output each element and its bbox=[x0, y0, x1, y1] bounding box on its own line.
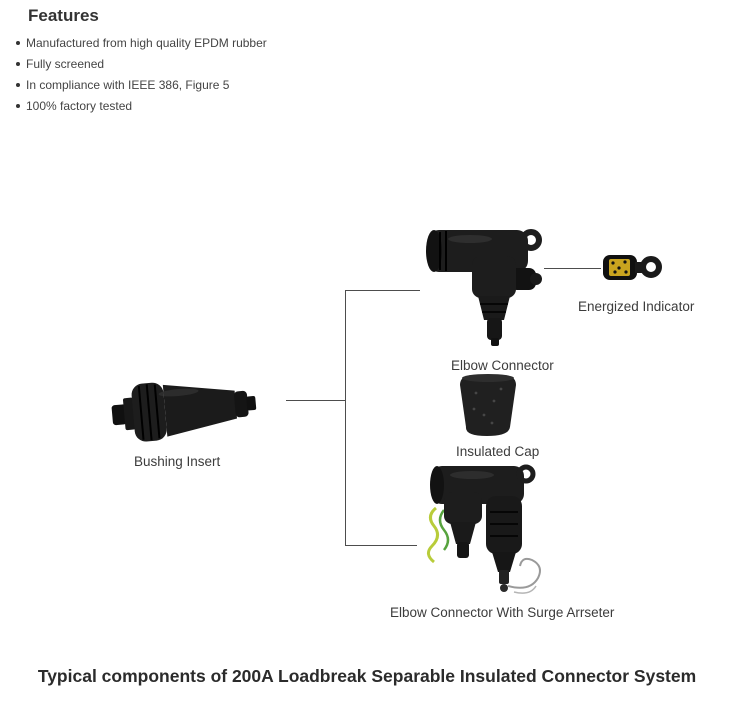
features-section: Features Manufactured from high quality … bbox=[14, 6, 414, 120]
feature-text: In compliance with IEEE 386, Figure 5 bbox=[26, 78, 230, 92]
bushing-insert-label: Bushing Insert bbox=[134, 454, 221, 469]
bracket-vertical-line bbox=[345, 290, 346, 545]
features-list: Manufactured from high quality EPDM rubb… bbox=[14, 36, 414, 113]
bullet-icon bbox=[16, 62, 20, 66]
feature-text: Fully screened bbox=[26, 57, 105, 71]
bracket-bottom-line bbox=[345, 545, 417, 546]
feature-text: 100% factory tested bbox=[26, 99, 133, 113]
bracket-middle-line bbox=[286, 400, 345, 401]
bullet-icon bbox=[16, 83, 20, 87]
bullet-icon bbox=[16, 104, 20, 108]
bracket-top-line bbox=[345, 290, 420, 291]
elbow-with-arrester-label: Elbow Connector With Surge Arrseter bbox=[390, 605, 615, 620]
bushing-insert-image bbox=[111, 382, 257, 442]
bullet-icon bbox=[16, 41, 20, 45]
insulated-cap-image bbox=[460, 374, 516, 436]
insulated-cap-label: Insulated Cap bbox=[456, 444, 540, 459]
feature-item: In compliance with IEEE 386, Figure 5 bbox=[14, 78, 414, 92]
feature-text: Manufactured from high quality EPDM rubb… bbox=[26, 36, 267, 50]
elbow-connector-image bbox=[426, 229, 542, 346]
indicator-pointer-line bbox=[544, 268, 601, 269]
elbow-with-arrester-image bbox=[427, 464, 541, 594]
page-caption: Typical components of 200A Loadbreak Sep… bbox=[37, 666, 697, 686]
feature-item: Fully screened bbox=[14, 57, 414, 71]
energized-indicator-image bbox=[603, 255, 662, 280]
feature-item: Manufactured from high quality EPDM rubb… bbox=[14, 36, 414, 50]
feature-item: 100% factory tested bbox=[14, 99, 414, 113]
elbow-connector-label: Elbow Connector bbox=[451, 358, 554, 373]
energized-indicator-label: Energized Indicator bbox=[578, 299, 695, 314]
features-title: Features bbox=[28, 6, 99, 25]
